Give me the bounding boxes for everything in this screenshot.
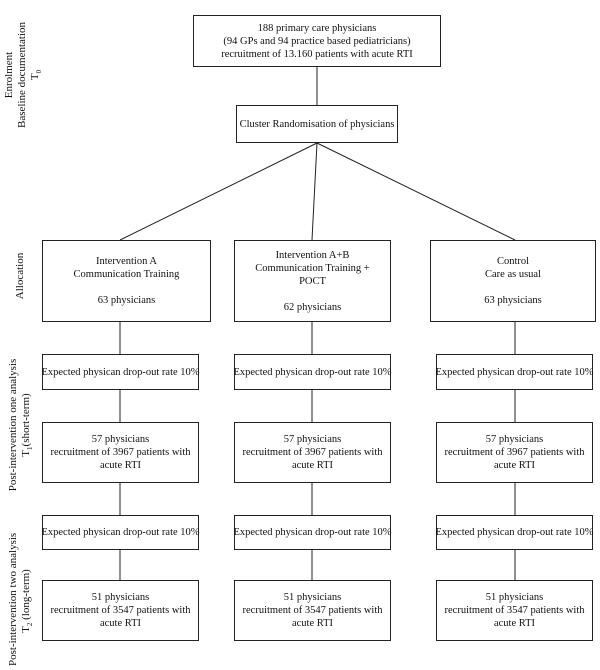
side-label-post-one: Post-intervention one analysis T1(short-…	[7, 358, 35, 492]
allocation-box-intervention-ab: Intervention A+B Communication Training …	[234, 240, 391, 322]
long-term-box-control: 51 physicians recruitment of 3547 patien…	[436, 580, 593, 641]
dropout-box-long-term-ab: Expected physican drop-out rate 10%	[233, 515, 392, 550]
long-term-box-a: 51 physicians recruitment of 3547 patien…	[42, 580, 199, 641]
dropout-box-long-term-control: Expected physican drop-out rate 10%	[435, 515, 594, 550]
allocation-box-intervention-a: Intervention A Communication Training 63…	[42, 240, 211, 322]
connector-randomisation-to-arm-a	[119, 142, 318, 241]
allocation-box-control: Control Care as usual 63 physicians	[430, 240, 596, 322]
randomisation-box: Cluster Randomisation of physicians	[236, 105, 398, 143]
short-term-box-a: 57 physicians recruitment of 3967 patien…	[42, 422, 199, 483]
long-term-box-ab: 51 physicians recruitment of 3547 patien…	[234, 580, 391, 641]
dropout-box-long-term-a: Expected physican drop-out rate 10%	[41, 515, 200, 550]
side-label-allocation: Allocation	[14, 252, 26, 300]
side-label-post-two: Post-intervention two analysis T2 (long-…	[7, 532, 35, 666]
connector-randomisation-to-arm-control	[316, 142, 516, 241]
side-label-enrolment: Enrolment Baseline documentation T0	[3, 22, 44, 128]
short-term-box-control: 57 physicians recruitment of 3967 patien…	[436, 422, 593, 483]
connector-randomisation-to-arm-ab	[311, 142, 318, 241]
dropout-box-short-term-a: Expected physican drop-out rate 10%	[41, 354, 200, 390]
short-term-box-ab: 57 physicians recruitment of 3967 patien…	[234, 422, 391, 483]
dropout-box-short-term-control: Expected physican drop-out rate 10%	[435, 354, 594, 390]
dropout-box-short-term-ab: Expected physican drop-out rate 10%	[233, 354, 392, 390]
enrolment-box: 188 primary care physicians (94 GPs and …	[193, 15, 441, 67]
